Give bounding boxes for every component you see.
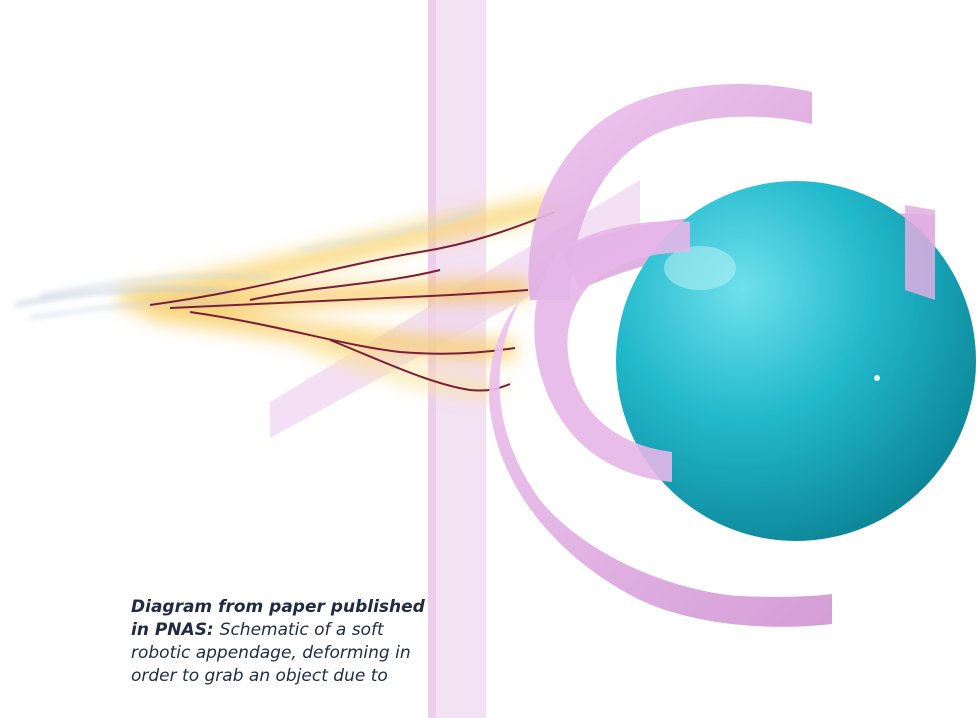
sphere-highlight bbox=[664, 246, 736, 290]
figure-caption: Diagram from paper published in PNAS: Sc… bbox=[131, 596, 431, 688]
sphere-specular bbox=[874, 375, 880, 381]
gripper-side-slab bbox=[905, 205, 935, 300]
